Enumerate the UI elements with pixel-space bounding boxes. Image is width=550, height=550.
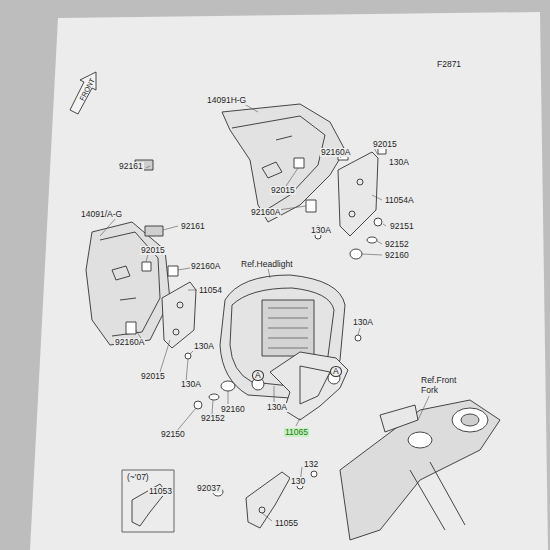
part-number: 92160A bbox=[250, 208, 281, 217]
front-arrow-label: FRONT bbox=[78, 76, 96, 102]
part-number: 92152 bbox=[200, 414, 226, 423]
part-number: 92150 bbox=[160, 430, 186, 439]
part-number: 92161 bbox=[180, 222, 206, 231]
part-number: 11055 bbox=[274, 519, 299, 528]
bolt-92151 bbox=[374, 218, 382, 226]
part-number: 14091H-G bbox=[206, 96, 247, 105]
cowl-detail bbox=[262, 136, 292, 178]
part-number: 92161 bbox=[118, 162, 144, 171]
washer bbox=[209, 394, 219, 400]
part-number: 92015 bbox=[270, 186, 296, 195]
part-number: 92015 bbox=[372, 140, 398, 149]
part-number: 92160 bbox=[384, 251, 410, 260]
view-mark: A bbox=[252, 370, 264, 381]
cowl-edge bbox=[232, 116, 325, 210]
inset-box bbox=[122, 470, 174, 532]
callout-number: 130 bbox=[290, 477, 306, 486]
callout-number: 130A bbox=[310, 226, 332, 235]
cowl-detail bbox=[112, 266, 136, 300]
paper-sheet bbox=[30, 12, 548, 550]
washer bbox=[367, 237, 377, 243]
part-number: 11054 bbox=[198, 286, 223, 295]
bolt-92150 bbox=[194, 401, 202, 409]
part-number: 92037 bbox=[196, 484, 222, 493]
front-fork bbox=[340, 400, 500, 540]
leader-lines bbox=[100, 104, 432, 521]
front-arrow bbox=[70, 72, 96, 114]
model-year-note: (~'07) bbox=[126, 473, 150, 482]
view-mark: A bbox=[330, 366, 342, 377]
grommet bbox=[126, 322, 136, 334]
grommet bbox=[142, 262, 151, 271]
callout-number: 130A bbox=[193, 342, 215, 351]
sheet-number: F2871 bbox=[436, 60, 462, 69]
grommet bbox=[294, 158, 304, 168]
callout-number: 130A bbox=[266, 403, 288, 412]
grommet bbox=[168, 266, 178, 276]
side-cowl bbox=[86, 222, 170, 345]
part-number: 11053 bbox=[148, 487, 173, 496]
bracket-11054 bbox=[162, 282, 196, 348]
part-number: 14091/A-G bbox=[80, 210, 123, 219]
part-number: 11065 bbox=[284, 428, 309, 437]
fork-tube bbox=[410, 462, 465, 530]
part-number: 92160 bbox=[220, 405, 246, 414]
reference-note: Ref.Front Fork bbox=[420, 376, 468, 396]
bracket-11054a bbox=[338, 152, 378, 236]
grommet bbox=[306, 200, 316, 212]
part-number: 92160A bbox=[320, 148, 351, 157]
part-number: 92015 bbox=[140, 246, 166, 255]
callout-number: 130A bbox=[180, 380, 202, 389]
part-number: 92160A bbox=[114, 338, 145, 347]
part-number: 92151 bbox=[389, 222, 415, 231]
callout-number: 130A bbox=[352, 318, 374, 327]
callout-number: 132 bbox=[303, 460, 319, 469]
part-number: 11054A bbox=[384, 196, 415, 205]
callout-number: 130A bbox=[388, 158, 410, 167]
damper bbox=[350, 249, 362, 259]
pad-92161 bbox=[145, 226, 163, 236]
part-number: 92152 bbox=[384, 240, 410, 249]
upper-cowl bbox=[222, 104, 345, 222]
reference-note: Ref.Headlight bbox=[240, 260, 294, 269]
part-number: 92160A bbox=[190, 262, 221, 271]
part-number: 92015 bbox=[140, 372, 166, 381]
